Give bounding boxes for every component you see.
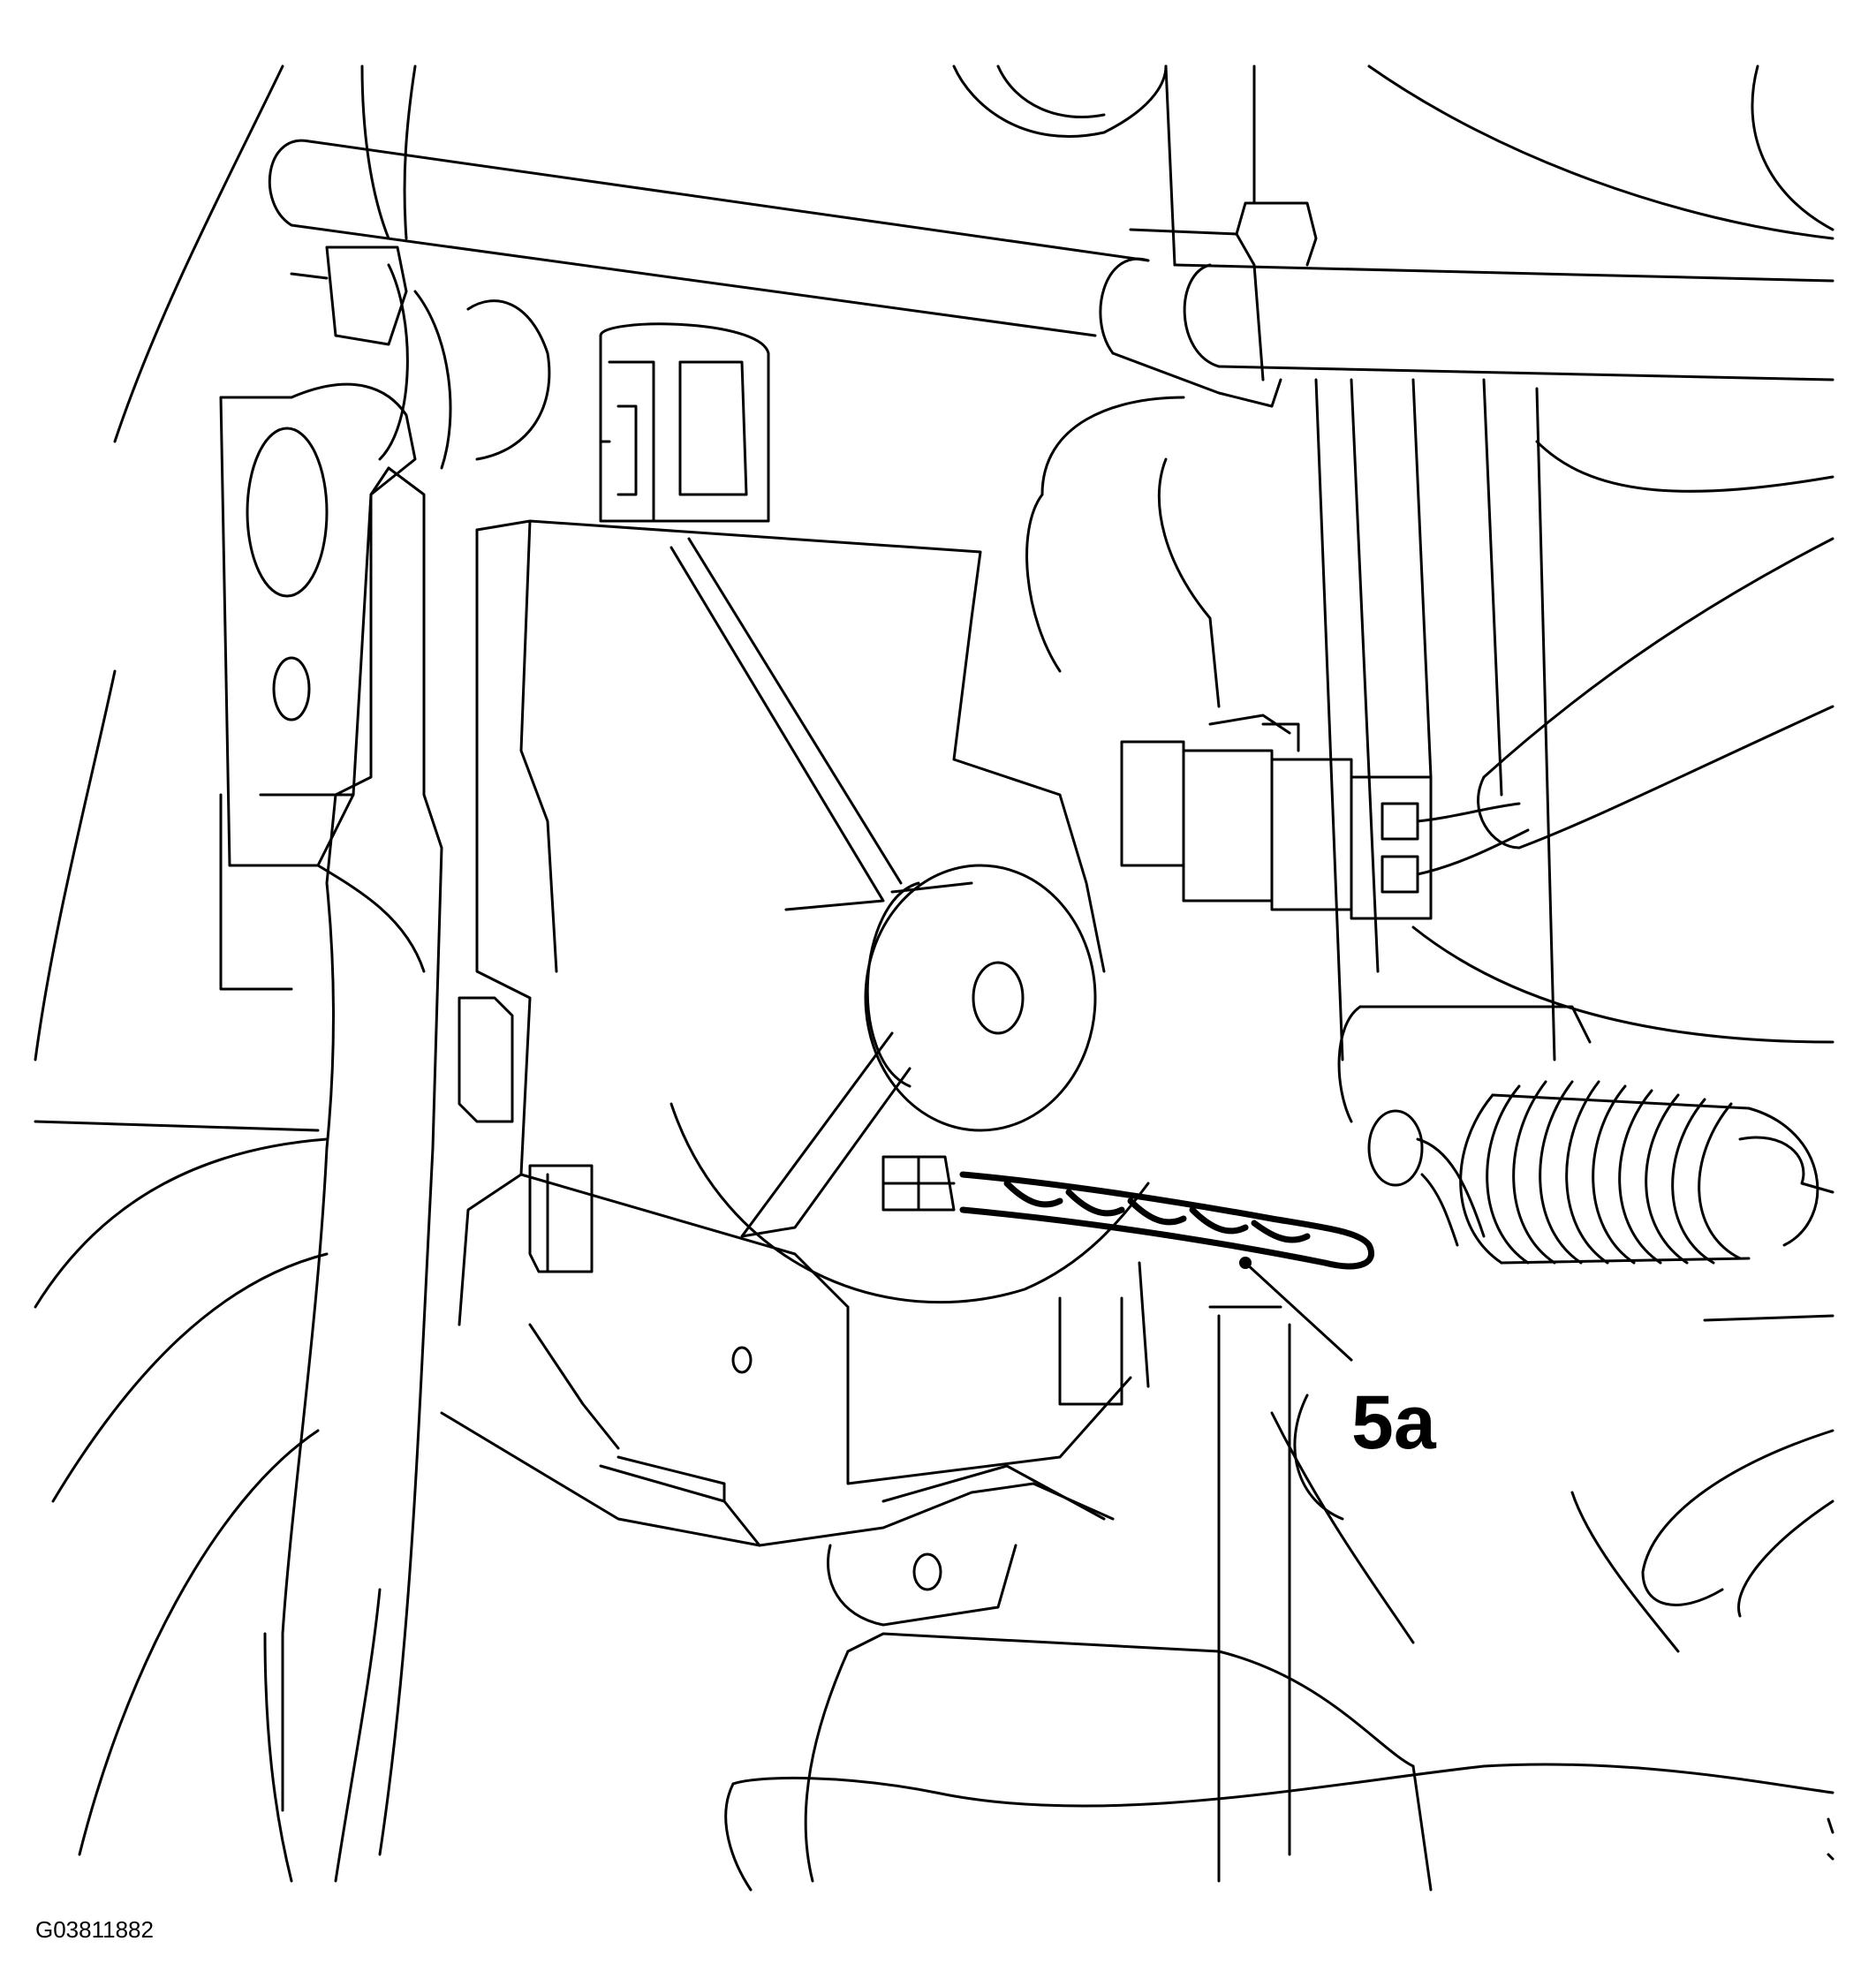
small-clip [881, 1155, 956, 1212]
callout-5a-leader [1239, 1257, 1353, 1362]
callout-label-5a: 5a [1351, 1380, 1437, 1465]
switch-top-plug [599, 322, 770, 523]
upper-left-connector [290, 245, 551, 470]
return-spring [1367, 1080, 1834, 1265]
mid-right-curves [1025, 396, 1592, 1123]
switch-rotor-hub [864, 864, 1097, 1132]
switch-lower-housing [519, 1102, 1150, 1485]
wire-harness [1411, 537, 1834, 1044]
figure-id: G03811882 [35, 1916, 154, 1943]
bottom-curves [724, 1632, 1834, 1892]
switch-housing [458, 519, 1106, 1326]
lower-pedal-mount [440, 1411, 1115, 1627]
electrical-connector [1120, 714, 1433, 920]
left-bracket [219, 382, 417, 991]
upper-tube [268, 139, 1834, 381]
housing-side-tabs [458, 996, 594, 1273]
lower-right-curves [1270, 1314, 1834, 1653]
upper-right-curves [952, 64, 1834, 493]
pedal-lever-arm [263, 466, 443, 1883]
drill-bit [959, 1171, 1374, 1270]
tube-clamp [1111, 201, 1318, 408]
left-frame [34, 64, 417, 1856]
right-structure [1208, 64, 1556, 1883]
